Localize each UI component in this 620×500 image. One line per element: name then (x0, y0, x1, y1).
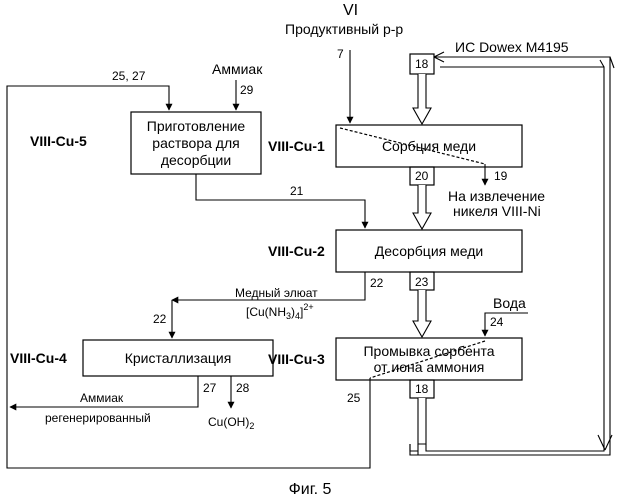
stream-label-27: 27 (203, 381, 217, 395)
code-viii-cu-5: VIII-Cu-5 (30, 133, 87, 149)
sorption-text: Сорбция меди (382, 138, 476, 154)
stream-label-28: 28 (236, 381, 250, 395)
eluate-formula: [Cu(NH3)4]2+ (246, 302, 314, 321)
eluate-label: Медный элюат (235, 286, 318, 300)
stream-label-18-bottom: 18 (415, 382, 429, 396)
stream-label-22-b: 22 (153, 312, 167, 326)
roman-numeral-vi: VI (343, 2, 358, 19)
arrow-stream-21 (196, 174, 365, 228)
copper-hydroxide-label: Cu(OH)2 (208, 415, 254, 431)
preparation-line-2: раствора для (152, 135, 239, 151)
stream-label-20: 20 (415, 169, 429, 183)
preparation-line-3: десорбции (161, 152, 231, 168)
washing-line-2: от иона аммония (374, 359, 485, 375)
stream-label-7: 7 (337, 47, 344, 61)
sorbent-label: ИС Dowex M4195 (455, 39, 569, 55)
pipe-18-to-recycle (418, 398, 426, 444)
nickel-label-1: На извлечение (448, 188, 545, 204)
desorption-text: Десорбция меди (375, 243, 483, 259)
code-viii-cu-4: VIII-Cu-4 (10, 350, 67, 366)
stream-label-18-top: 18 (415, 57, 429, 71)
ammonia-label: Аммиак (212, 61, 263, 77)
stream-label-24: 24 (490, 315, 504, 329)
nickel-label-2: никеля VIII-Ni (453, 203, 541, 219)
code-viii-cu-1: VIII-Cu-1 (268, 138, 325, 154)
stream-label-22-a: 22 (370, 276, 384, 290)
pipe-20-to-desorption (413, 185, 431, 229)
stream-label-25: 25 (347, 391, 361, 405)
pipe-23-to-washing (413, 290, 431, 337)
stream-label-23: 23 (415, 275, 429, 289)
stream-label-25-27: 25, 27 (112, 69, 146, 83)
stream-label-29: 29 (240, 83, 254, 97)
regen-ammonia-label-1: Аммиак (80, 391, 124, 405)
preparation-line-1: Приготовление (147, 118, 246, 134)
pipe-18-to-sorption (413, 74, 431, 124)
figure-caption: Фиг. 5 (289, 481, 332, 498)
regen-ammonia-label-2: регенерированный (45, 411, 151, 425)
stream-label-21: 21 (290, 184, 304, 198)
code-viii-cu-3: VIII-Cu-3 (268, 351, 325, 367)
stream-label-19: 19 (494, 169, 508, 183)
water-label: Вода (493, 295, 526, 311)
crystallization-text: Кристаллизация (125, 350, 232, 366)
washing-line-1: Промывка сорбента (363, 343, 494, 359)
feed-label: Продуктивный р-р (285, 21, 403, 37)
pipe-bottom-corner (418, 444, 436, 455)
sorbent-recycle-top-arrow (600, 57, 614, 68)
code-viii-cu-2: VIII-Cu-2 (268, 243, 325, 259)
